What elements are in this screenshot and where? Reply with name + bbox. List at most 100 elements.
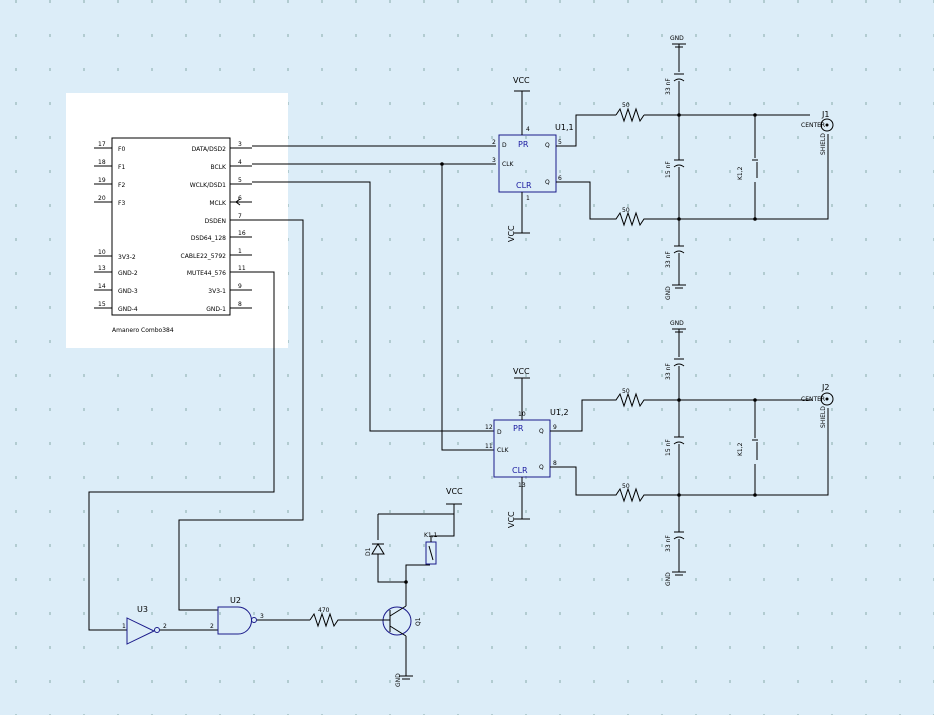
vcc-label: VCC xyxy=(507,225,516,242)
ic-pin-num: 18 xyxy=(98,159,106,166)
pr-label: PR xyxy=(518,140,529,149)
ic-pin-num: 15 xyxy=(98,301,106,308)
vcc-label: VCC xyxy=(513,367,530,376)
cap-value: 15 nF xyxy=(665,439,672,456)
pr-label: PR xyxy=(513,424,524,433)
pin-num: 9 xyxy=(553,424,557,431)
ic-pin-num: 13 xyxy=(98,265,106,272)
pin-num: 1 xyxy=(526,195,530,202)
pin-num: 3 xyxy=(492,157,496,164)
ic-pin-num: 14 xyxy=(98,283,106,290)
relay-ref: K1,2 xyxy=(737,166,744,180)
ic-pin-num: 8 xyxy=(238,301,242,308)
gnd-label: GND xyxy=(670,35,684,42)
cap-value: 33 nF xyxy=(665,251,672,268)
pin-num: 11 xyxy=(485,443,493,450)
ic-name: Amanero Combo384 xyxy=(112,327,174,334)
ic-pin-num: 4 xyxy=(238,159,242,166)
inverter-ref: U3 xyxy=(137,605,148,614)
ic-pin-num: 9 xyxy=(238,283,242,290)
output-stage-1 xyxy=(596,43,834,289)
signal-wires xyxy=(88,145,496,631)
connector-ref: J1 xyxy=(821,110,829,119)
ic-pin-num: 19 xyxy=(98,177,106,184)
ic-pin-name: F0 xyxy=(118,146,125,153)
shield-label: SHIELD xyxy=(820,406,827,428)
ic-pin-name: GND-1 xyxy=(206,306,226,313)
clr-label: CLR xyxy=(516,181,532,190)
ic-pin-num: 17 xyxy=(98,141,106,148)
ic-amanero-block xyxy=(66,93,288,348)
cap-value: 33 nF xyxy=(665,535,672,552)
diode-ref: D1 xyxy=(365,547,372,556)
ic-pin-name: DSDEN xyxy=(205,218,226,225)
center-label: CENTER xyxy=(801,122,825,129)
pin-num: 2 xyxy=(210,623,214,630)
ic-pin-num: 16 xyxy=(238,230,246,237)
q-label: Q xyxy=(545,142,550,149)
relay-ref: K1,1 xyxy=(424,532,438,539)
pin-num: 3 xyxy=(260,613,264,620)
cap-value: 15 nF xyxy=(665,161,672,178)
clk-label: CLK xyxy=(502,161,515,168)
ic-pin-name: DSD64_128 xyxy=(191,235,226,242)
ic-pin-name: 3V3-2 xyxy=(118,254,136,261)
ic-pin-num: 11 xyxy=(238,265,246,272)
qn-label: Q xyxy=(545,179,550,186)
resistor-value: 50 xyxy=(622,483,630,490)
nand-ref: U2 xyxy=(230,596,241,605)
ic-pin-name: CABLE22_5792 xyxy=(181,253,227,260)
clr-label: CLR xyxy=(512,466,528,475)
gnd-label: GND xyxy=(670,320,684,327)
pin-num: 6 xyxy=(558,175,562,182)
output-stage-2 xyxy=(610,328,834,576)
clk-label: CLK xyxy=(497,447,510,454)
pin-num: 13 xyxy=(518,482,526,489)
gnd-label: GND xyxy=(665,572,672,586)
ic-pin-num: 20 xyxy=(98,195,106,202)
vcc-label: VCC xyxy=(513,76,530,85)
pin-num: 2 xyxy=(492,139,496,146)
resistor-value: 50 xyxy=(622,388,630,395)
pin-num: 5 xyxy=(558,139,562,146)
center-label: CENTER xyxy=(801,396,825,403)
d-label: D xyxy=(502,142,507,149)
driver-circuit xyxy=(126,503,462,680)
flipflop-ref: U1,2 xyxy=(550,408,569,417)
pin-num: 8 xyxy=(553,460,557,467)
flipflop-u1-2 xyxy=(493,377,610,520)
flipflop-ref: U1,1 xyxy=(555,123,574,132)
ic-pin-num: 6 xyxy=(238,195,242,202)
qn-label: Q xyxy=(539,464,544,471)
ic-pin-name: F3 xyxy=(118,200,125,207)
ic-pin-name: F2 xyxy=(118,182,125,189)
vcc-label: VCC xyxy=(507,511,516,528)
ic-pin-name: GND-3 xyxy=(118,288,138,295)
ic-pin-num: 5 xyxy=(238,177,242,184)
ic-pin-name: DATA/DSD2 xyxy=(192,146,227,153)
ic-pin-name: MUTE44_576 xyxy=(187,270,226,277)
gnd-label: GND xyxy=(395,673,402,687)
pin-num: 12 xyxy=(485,424,493,431)
cap-value: 33 nF xyxy=(665,363,672,380)
cap-value: 33 nF xyxy=(665,78,672,95)
ic-pin-num: 3 xyxy=(238,141,242,148)
transistor-ref: Q1 xyxy=(415,617,422,626)
pin-num: 2 xyxy=(163,623,167,630)
ic-pin-name: 3V3-1 xyxy=(208,288,226,295)
ic-pin-name: GND-2 xyxy=(118,270,138,277)
gnd-label: GND xyxy=(665,286,672,300)
shield-label: SHIELD xyxy=(820,133,827,155)
resistor-value: 470 xyxy=(318,607,330,614)
resistor-value: 50 xyxy=(622,102,630,109)
ic-pin-num: 10 xyxy=(98,249,106,256)
connector-ref: J2 xyxy=(821,383,829,392)
ic-pin-name: F1 xyxy=(118,164,125,171)
relay-ref: K1,2 xyxy=(737,442,744,456)
d-label: D xyxy=(497,429,502,436)
ic-pin-name: WCLK/DSD1 xyxy=(190,182,226,189)
pin-num: 1 xyxy=(122,623,126,630)
vcc-label: VCC xyxy=(446,487,463,496)
ic-pin-num: 7 xyxy=(238,213,242,220)
